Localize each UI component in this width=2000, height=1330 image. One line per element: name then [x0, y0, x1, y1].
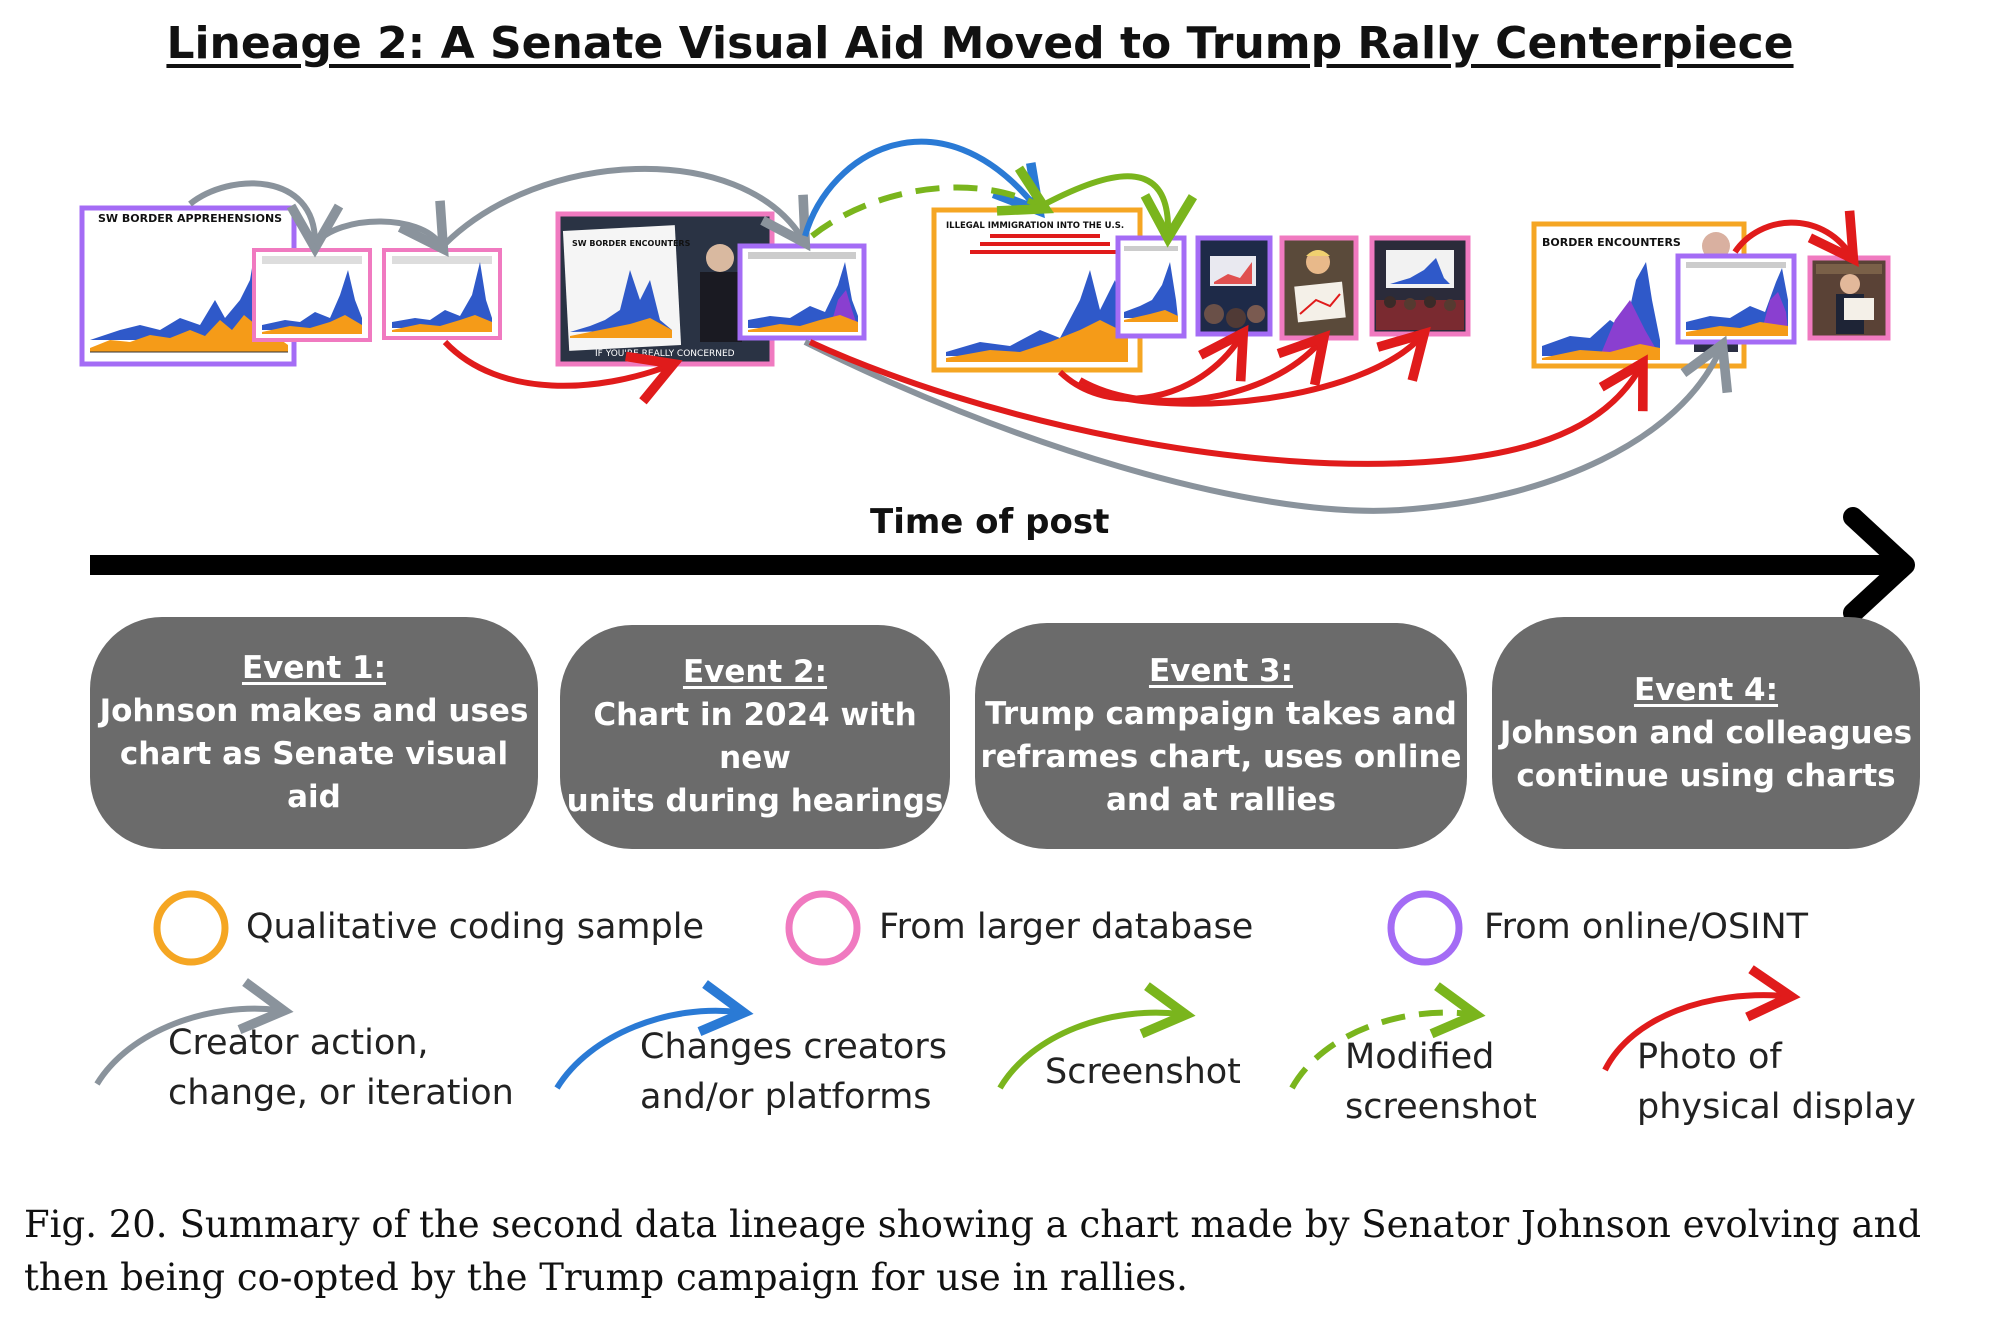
- thumb-chart-purple-2: [1115, 235, 1187, 339]
- legend-circle-pink: [785, 890, 861, 966]
- event-2-line2: units during hearings: [566, 783, 944, 819]
- arrow-red-t6-t10: [1089, 326, 1431, 407]
- thumb-photo-pink-3: [1807, 255, 1891, 341]
- thumb-photo-pink-1: [1279, 235, 1359, 341]
- figure-caption: Fig. 20.Summary of the second data linea…: [24, 1198, 1984, 1304]
- legend-arrow-blue-line1: Changes creators: [640, 1027, 947, 1067]
- event-3-head: Event 3:: [1148, 653, 1294, 689]
- arrow-gray-t3-t5: [442, 166, 811, 252]
- legend-arrow-red: [1602, 965, 1801, 1072]
- thumb-sw-border-encounters: SW BORDER ENCOUNTERS IF YOU'RE REALLY CO…: [555, 211, 775, 367]
- legend-arrow-red-label: Photo of physical display: [1637, 1032, 1916, 1132]
- legend-arrow-gray: [94, 978, 294, 1086]
- arrow-blue-t5-t6: [802, 138, 1045, 237]
- legend-circle-orange: [153, 890, 229, 966]
- event-2-box: Event 2: Chart in 2024 with new units du…: [560, 625, 950, 849]
- legend-circle-purple: [1387, 890, 1463, 966]
- legend-arrow-red-line1: Photo of: [1637, 1037, 1782, 1077]
- legend-arrow-red-line2: physical display: [1637, 1087, 1916, 1127]
- event-3-line2: reframes chart, uses online: [980, 739, 1462, 775]
- figure-label: Fig. 20.: [24, 1203, 168, 1246]
- thumb-caption-concerned: IF YOU'RE REALLY CONCERNED: [595, 349, 735, 359]
- thumb-title-border-encounters: BORDER ENCOUNTERS: [1542, 236, 1681, 249]
- thumb-photo-purple: [1195, 235, 1273, 337]
- thumb-chart-purple-1: [737, 243, 867, 341]
- legend-label-purple: From online/OSINT: [1484, 907, 1809, 947]
- figure-caption-text: Summary of the second data lineage showi…: [24, 1203, 1922, 1299]
- arrow-gray-t1-t2: [188, 180, 344, 258]
- legend-arrow-green-dashed-line1: Modified: [1345, 1037, 1495, 1077]
- thumb-title-apprehensions: SW BORDER APPREHENSIONS: [98, 212, 282, 225]
- thumb-title-encounters: SW BORDER ENCOUNTERS: [572, 239, 691, 248]
- arrow-green-dashed-t5-t6: [810, 165, 1054, 239]
- legend-arrow-green-label: Screenshot: [1045, 1047, 1241, 1097]
- legend-arrow-blue-label: Changes creators and/or platforms: [640, 1022, 947, 1122]
- arrow-red-t5-t11: [808, 339, 1648, 467]
- event-1-line2: chart as Senate visual aid: [119, 736, 509, 815]
- thumb-chart-pink-1: [252, 248, 372, 342]
- arrow-gray-t5-t12: [803, 335, 1733, 514]
- arrow-red-t3-t4: [442, 339, 683, 405]
- arrow-red-t12-t13: [1732, 210, 1859, 267]
- legend-arrow-gray-line2: change, or iteration: [168, 1073, 514, 1113]
- event-2-head: Event 2:: [682, 654, 828, 690]
- event-4-line1: Johnson and colleagues: [1499, 714, 1913, 751]
- event-1-line1: Johnson makes and uses: [99, 693, 529, 729]
- arrow-green-t6-t7: [1043, 173, 1198, 248]
- legend-arrow-blue: [554, 980, 754, 1090]
- legend-arrow-blue-line2: and/or platforms: [640, 1077, 932, 1117]
- legend-arrow-gray-label: Creator action, change, or iteration: [168, 1018, 514, 1118]
- event-3-box: Event 3: Trump campaign takes and refram…: [975, 623, 1467, 849]
- legend-arrow-green-dashed-label: Modified screenshot: [1345, 1032, 1537, 1132]
- event-4-line2: continue using charts: [1516, 757, 1896, 794]
- event-1-head: Event 1:: [241, 650, 387, 686]
- legend-arrow-green-line1: Screenshot: [1045, 1052, 1241, 1092]
- legend-arrow-green-dashed-line2: screenshot: [1345, 1087, 1537, 1127]
- arrow-gray-t1-t3: [312, 200, 449, 258]
- arrow-red-t6-t8: [1057, 324, 1249, 402]
- time-axis-label: Time of post: [870, 502, 1110, 542]
- thumb-title-illegal-immigration: ILLEGAL IMMIGRATION INTO THE U.S.: [946, 221, 1124, 231]
- thumb-photo-pink-2: [1369, 235, 1471, 337]
- legend-label-orange: Qualitative coding sample: [246, 907, 704, 947]
- event-4-box: Event 4: Johnson and colleagues continue…: [1492, 617, 1920, 849]
- thumb-chart-purple-3: [1675, 253, 1797, 345]
- event-4-head: Event 4:: [1633, 671, 1779, 708]
- event-1-box: Event 1: Johnson makes and uses chart as…: [90, 617, 538, 849]
- thumb-illegal-immigration: ILLEGAL IMMIGRATION INTO THE U.S.: [931, 207, 1143, 373]
- legend-arrow-gray-line1: Creator action,: [168, 1023, 429, 1063]
- legend-arrow-green-dashed: [1289, 982, 1486, 1090]
- thumb-chart-pink-2: [382, 248, 502, 340]
- legend-label-pink: From larger database: [879, 907, 1254, 947]
- legend-arrow-green: [997, 982, 1196, 1090]
- event-2-line1: Chart in 2024 with new: [593, 697, 917, 776]
- diagram-title: Lineage 2: A Senate Visual Aid Moved to …: [166, 18, 1794, 69]
- event-3-line3: and at rallies: [1105, 782, 1337, 818]
- event-3-line1: Trump campaign takes and: [985, 696, 1457, 732]
